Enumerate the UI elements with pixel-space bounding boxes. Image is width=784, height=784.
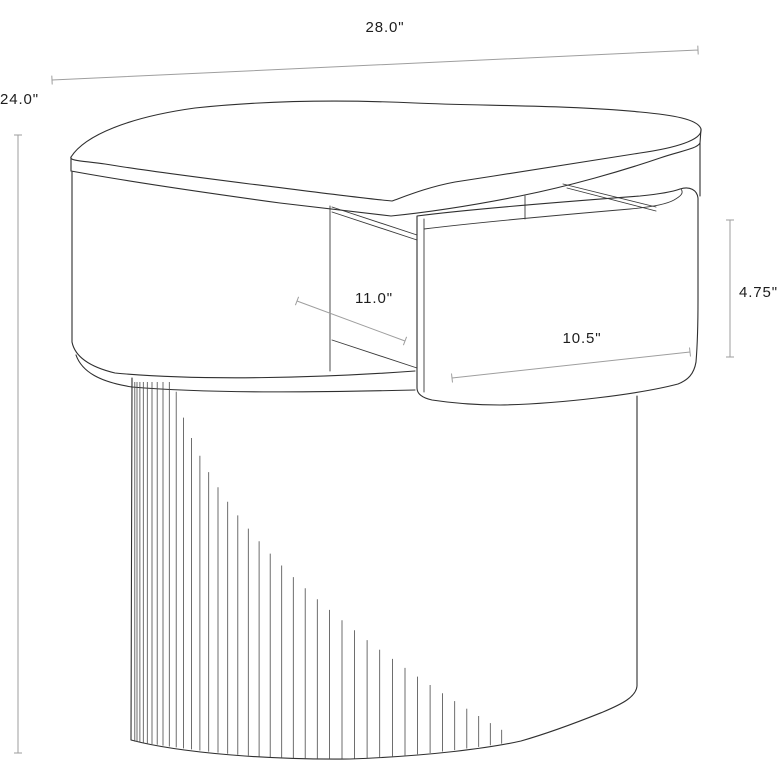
- drawer-rail-left-top: [331, 206, 418, 241]
- drawer-rail-left-bottom: [331, 339, 418, 369]
- dimension-drawer-width: 10.5": [451, 330, 691, 383]
- dimension-overall-width: 28.0": [51, 19, 699, 85]
- drawer-width-dimension-label: 10.5": [562, 330, 601, 347]
- drawer-height-dimension-label: 4.75": [739, 284, 778, 301]
- pedestal-outline: [130, 377, 638, 760]
- drawer-lip-line: [423, 188, 683, 230]
- width-dimension-label: 28.0": [365, 19, 404, 36]
- tabletop-edge-outline: [70, 142, 701, 217]
- drawer-width-dimension-line: [451, 347, 691, 383]
- width-dimension-line: [51, 45, 699, 85]
- dimension-drawer-depth: 11.0": [294, 290, 408, 346]
- tabletop-right-edge: [699, 128, 702, 144]
- drawer: [416, 187, 699, 406]
- drawer-height-dimension-line: [726, 219, 734, 358]
- height-dimension-label: 24.0": [0, 91, 39, 108]
- height-dimension-line: [14, 134, 22, 754]
- dimension-drawer-height: 4.75": [726, 219, 778, 358]
- dimension-overall-height: 24.0": [0, 91, 39, 754]
- drawer-front-outline: [416, 187, 699, 406]
- drawer-depth-dimension-line: [294, 296, 408, 346]
- cabinet-body: [71, 142, 701, 393]
- pedestal-fluting: [134, 382, 503, 759]
- tabletop: [70, 100, 702, 217]
- drawer-depth-dimension-label: 11.0": [355, 290, 393, 307]
- drawer-rail-right-top: [562, 183, 657, 212]
- body-bottom-lip: [75, 354, 416, 393]
- body-bottom-edge: [71, 341, 416, 379]
- tabletop-top-outline: [70, 100, 702, 202]
- pedestal-base: [130, 377, 638, 760]
